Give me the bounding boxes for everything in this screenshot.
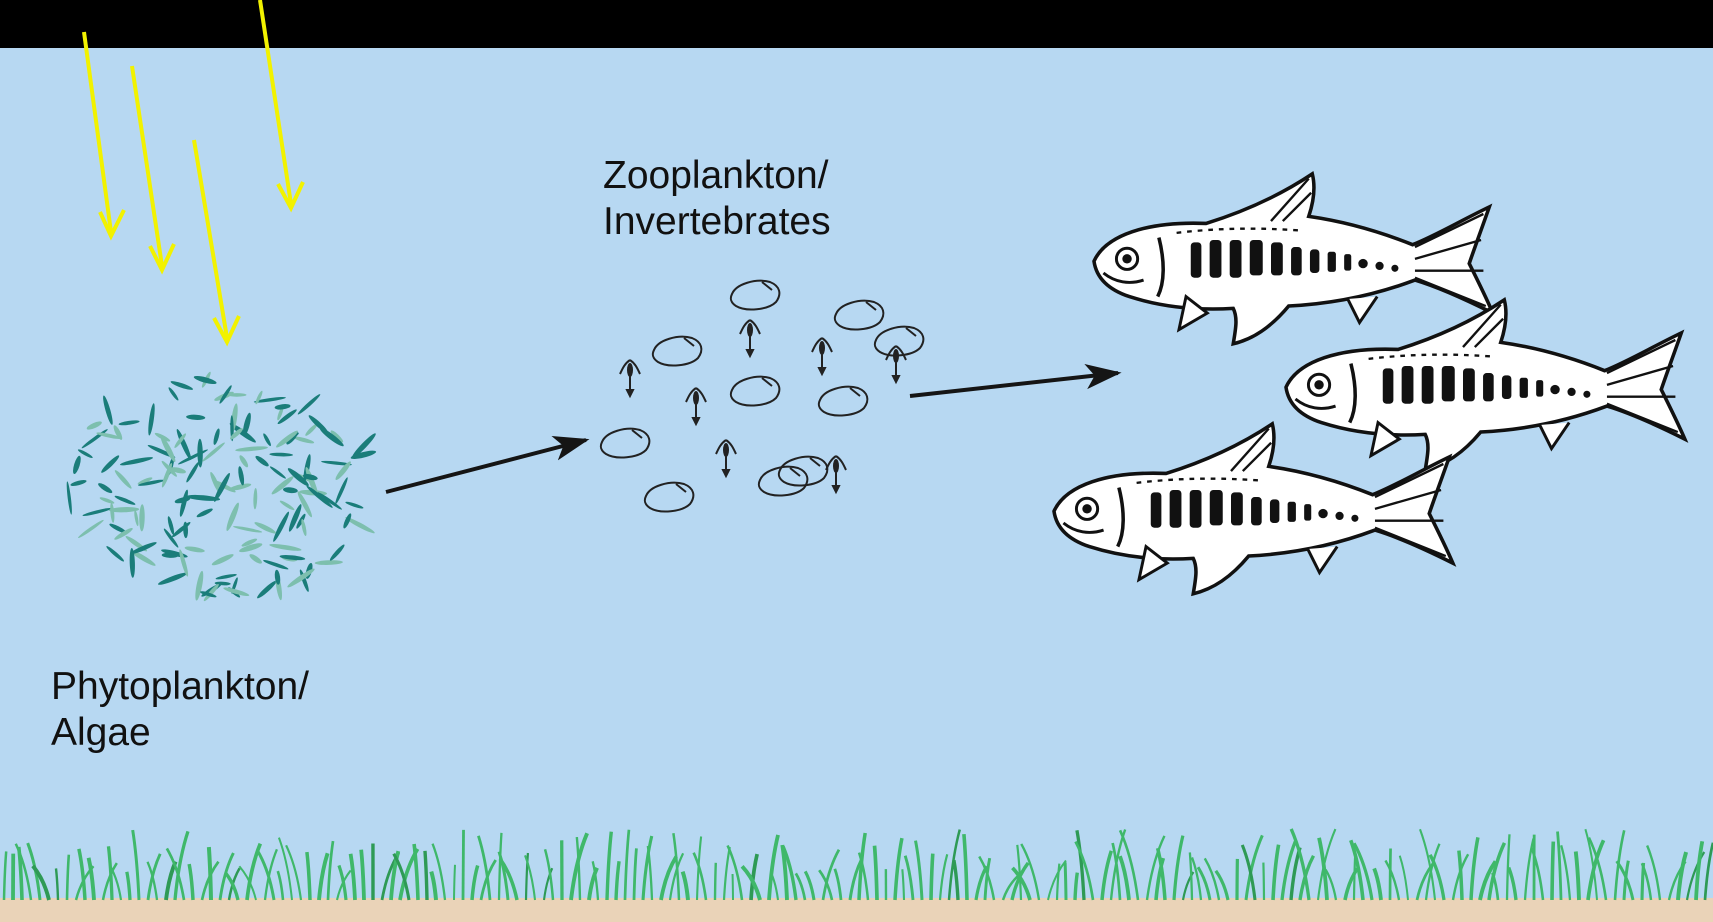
grass-blade	[1390, 849, 1391, 900]
grass-blade	[715, 863, 716, 900]
water-background	[0, 48, 1713, 898]
grass-blade	[1552, 842, 1553, 900]
algae-speck	[227, 393, 246, 397]
phytoplankton-label: Phytoplankton/ Algae	[51, 664, 309, 756]
phytoplankton-label-line1: Phytoplankton/	[51, 664, 309, 710]
grass-blade	[454, 865, 455, 900]
grass-blade	[425, 851, 427, 900]
zooplankton-label-line1: Zooplankton/	[603, 153, 831, 199]
phytoplankton-label-line2: Algae	[51, 710, 309, 756]
grass-blade	[209, 847, 211, 900]
grass-blade	[1263, 863, 1264, 900]
zooplankton-label-line2: Invertebrates	[603, 199, 831, 245]
grass-blade	[931, 854, 933, 900]
zooplankton-label: Zooplankton/ Invertebrates	[603, 153, 831, 245]
sediment-floor	[0, 898, 1713, 922]
grass-blade	[463, 830, 464, 900]
grass-blade	[1065, 862, 1066, 900]
